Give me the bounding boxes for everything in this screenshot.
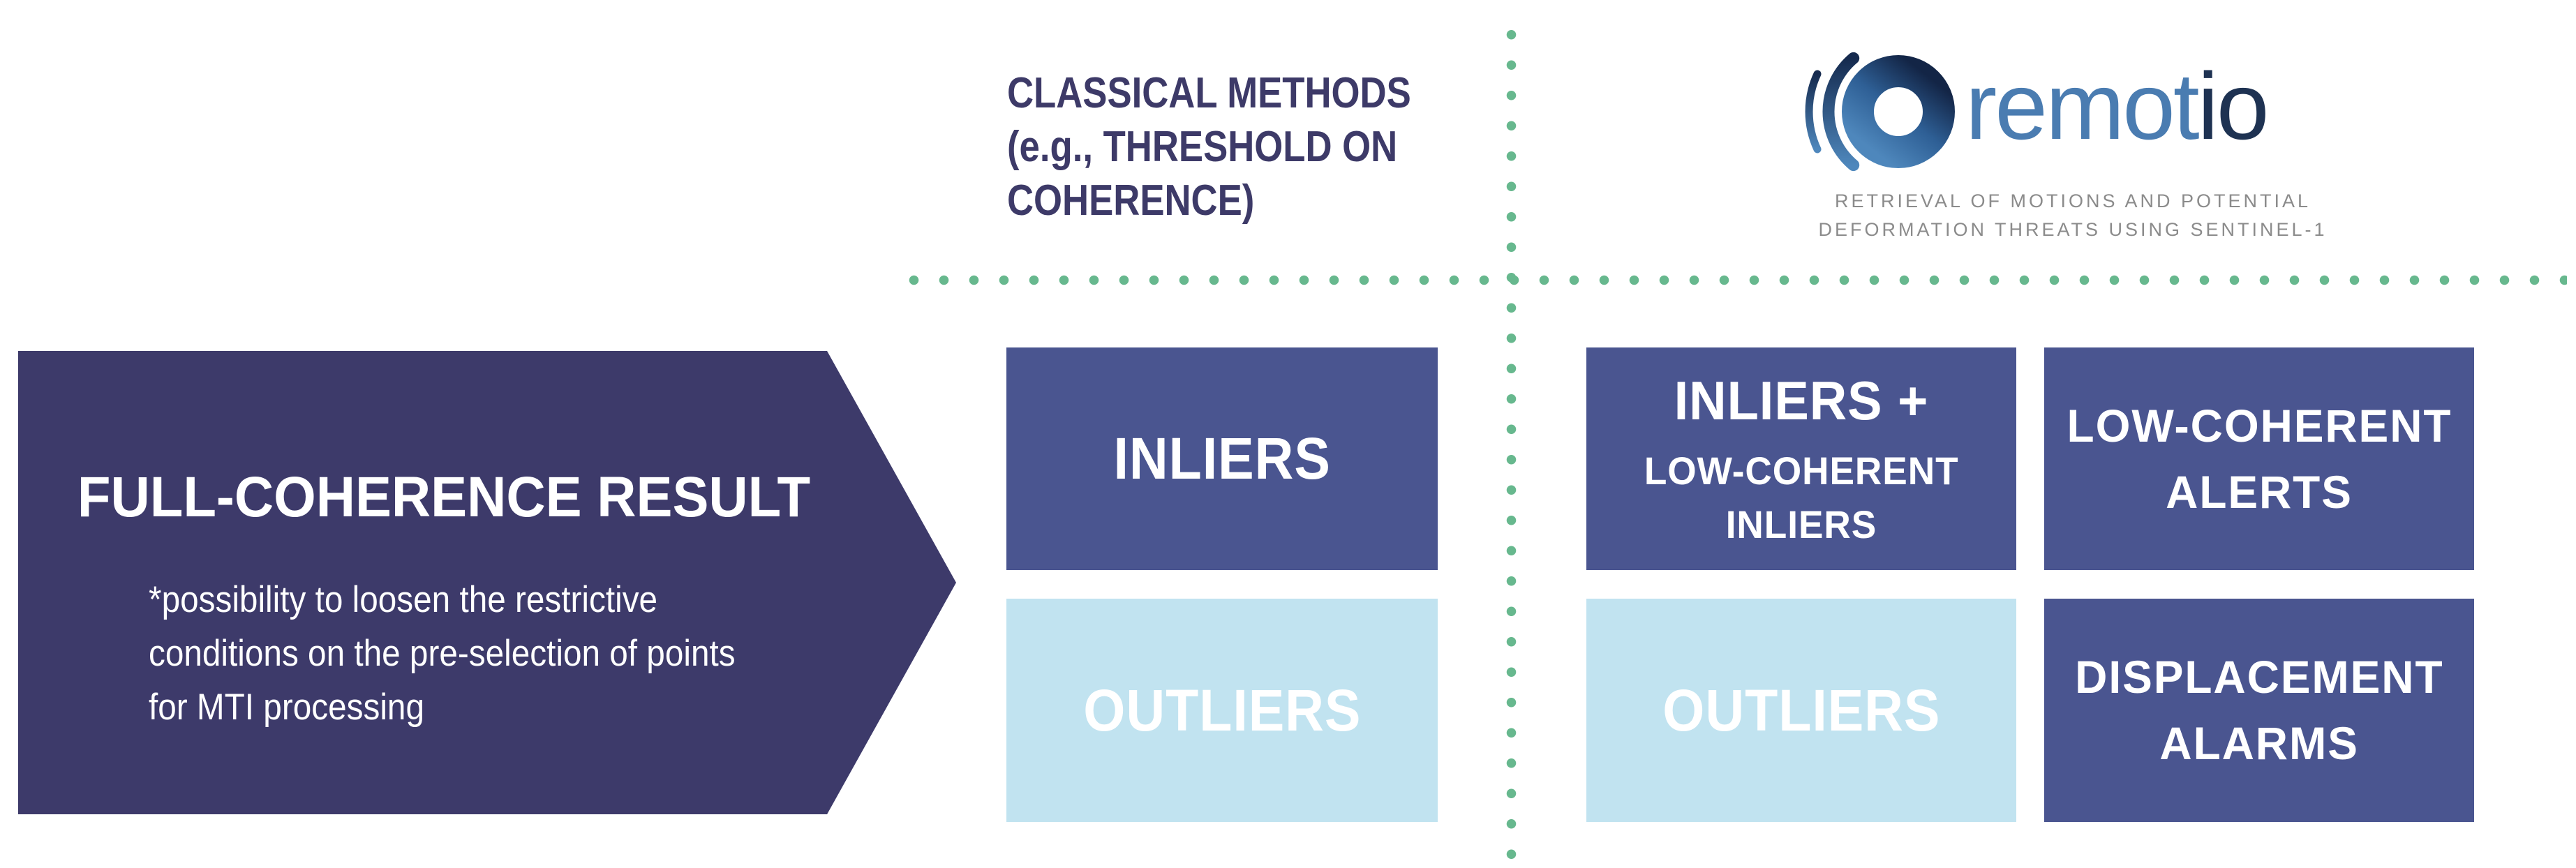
inliers-plus-line: INLIERS <box>1725 502 1877 546</box>
low-coherent-alerts-line: ALERTS <box>2166 465 2353 518</box>
low-coherent-alerts-line: LOW-COHERENT <box>2067 399 2452 451</box>
banner-note-line: *possibility to loosen the restrictive <box>149 579 658 620</box>
remotio-inliers-plus-box: INLIERS + LOW-COHERENT INLIERS <box>1586 347 2016 570</box>
tagline-line: DEFORMATION THREATS USING SENTINEL-1 <box>1818 219 2328 240</box>
remotio-outliers-box: OUTLIERS <box>1586 599 2016 822</box>
full-coherence-banner-arrow: FULL-COHERENCE RESULT *possibility to lo… <box>18 351 956 814</box>
tagline-line: RETRIEVAL OF MOTIONS AND POTENTIAL <box>1834 190 2311 211</box>
classical-methods-heading: CLASSICAL METHODS (e.g., THRESHOLD ON CO… <box>1007 66 1411 227</box>
wordmark-primary: remot <box>1965 53 2200 159</box>
low-coherent-alerts-box: LOW-COHERENT ALERTS <box>2044 347 2474 570</box>
displacement-alarms-line: DISPLACEMENT <box>2074 651 2444 703</box>
classical-inliers-label: INLIERS <box>1113 426 1331 491</box>
banner-note: *possibility to loosen the restrictive c… <box>149 573 840 734</box>
remotio-tagline: RETRIEVAL OF MOTIONS AND POTENTIAL DEFOR… <box>1794 187 2352 244</box>
banner-note-line: for MTI processing <box>149 687 424 728</box>
horizontal-dotted-divider <box>899 275 2567 285</box>
wordmark-suffix: io <box>2197 53 2270 159</box>
displacement-alarms-box: DISPLACEMENT ALARMS <box>2044 599 2474 822</box>
banner-note-line: conditions on the pre-selection of point… <box>149 633 736 674</box>
vertical-dotted-divider <box>1506 20 1517 868</box>
inliers-plus-line: INLIERS + <box>1674 369 1929 431</box>
classical-heading-line: COHERENCE) <box>1007 177 1255 225</box>
remotio-logo-icon <box>1805 52 1955 172</box>
remotio-outliers-label: OUTLIERS <box>1662 677 1941 743</box>
banner-title: FULL-COHERENCE RESULT <box>77 465 811 529</box>
remotio-wordmark: remotio <box>1965 59 2269 154</box>
classical-heading-line: (e.g., THRESHOLD ON <box>1007 123 1398 171</box>
classical-outliers-label: OUTLIERS <box>1082 677 1362 743</box>
classical-inliers-box: INLIERS <box>1006 347 1438 570</box>
displacement-alarms-line: ALARMS <box>2159 717 2359 769</box>
inliers-plus-line: LOW-COHERENT <box>1644 448 1959 493</box>
classical-outliers-box: OUTLIERS <box>1006 599 1438 822</box>
classical-heading-line: CLASSICAL METHODS <box>1007 69 1411 117</box>
